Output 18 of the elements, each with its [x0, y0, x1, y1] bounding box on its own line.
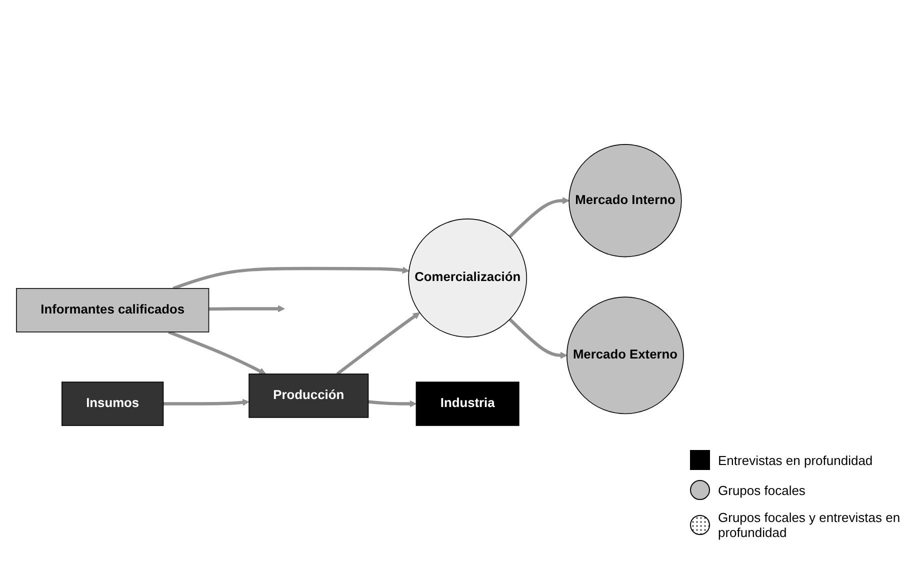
- node-circle: Mercado Externo: [566, 296, 684, 414]
- arrow: [208, 305, 285, 312]
- arrow: [172, 266, 410, 290]
- legend-text: Entrevistas en profundidad: [718, 452, 873, 468]
- node-circle: Comercialización: [408, 218, 528, 338]
- node-box: Producción: [248, 374, 369, 418]
- arrow: [508, 318, 568, 359]
- arrow: [508, 197, 570, 238]
- legend-text: Grupos focales: [718, 482, 806, 498]
- arrow: [168, 330, 266, 374]
- arrow: [336, 312, 420, 376]
- arrow: [368, 400, 417, 408]
- arrow: [163, 398, 250, 406]
- legend-text: Grupos focales y entrevistas en profundidad: [718, 510, 902, 540]
- node-box: Insumos: [62, 382, 164, 426]
- node-box: Industria: [416, 382, 520, 426]
- node-circle: Mercado Interno: [568, 144, 682, 258]
- node-box: Informantes calificados: [16, 288, 210, 332]
